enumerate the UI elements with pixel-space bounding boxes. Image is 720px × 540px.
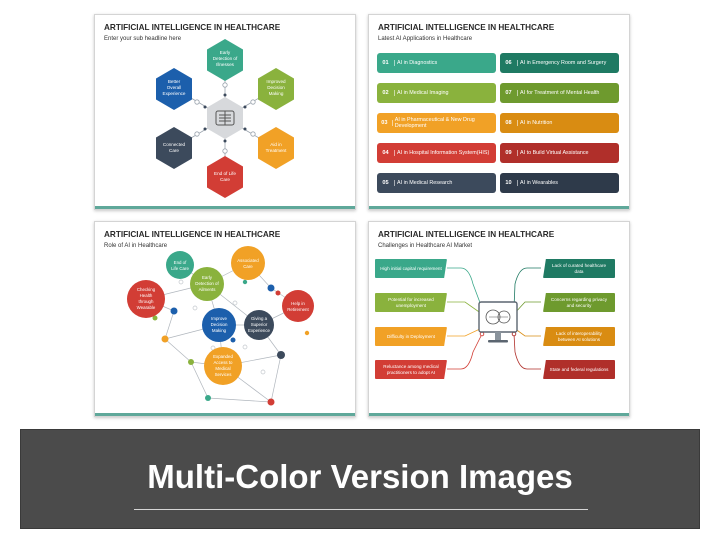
item-label: AI in Medical Imaging: [397, 89, 449, 96]
challenges-diagram: [447, 267, 541, 370]
slide-title: ARTIFICIAL INTELLIGENCE IN HEALTHCARE: [378, 23, 555, 32]
item-label: AI in Emergency Room and Surgery: [520, 59, 607, 66]
item-label: AI in Medical Research: [397, 179, 453, 186]
banner-divider: [134, 509, 588, 510]
challenge-box: Reluctance among medical practitioners t…: [375, 360, 447, 379]
slide-title: ARTIFICIAL INTELLIGENCE IN HEALTHCARE: [378, 230, 555, 239]
challenge-box: State and federal regulations: [543, 360, 615, 379]
slide-thumbnail-2[interactable]: ARTIFICIAL INTELLIGENCE IN HEALTHCARE La…: [368, 14, 630, 210]
caption-banner: Multi-Color Version Images: [20, 429, 700, 529]
item-label: AI to Build Virtual Assistance: [520, 149, 589, 156]
item-label: AI in Nutrition: [520, 119, 553, 126]
item-number: 05: [377, 180, 395, 186]
slide-title: ARTIFICIAL INTELLIGENCE IN HEALTHCARE: [104, 230, 281, 239]
challenge-label: Concerns regarding privacy and security: [550, 296, 608, 308]
slide-title: ARTIFICIAL INTELLIGENCE IN HEALTHCARE: [104, 23, 281, 32]
slide-thumbnail-1[interactable]: ARTIFICIAL INTELLIGENCE IN HEALTHCARE En…: [94, 14, 356, 210]
challenge-label: State and federal regulations: [549, 366, 609, 372]
item-label: AI in Wearables: [520, 179, 558, 186]
challenge-label: Lack of interoperability between AI solu…: [556, 330, 602, 342]
challenge-box: High initial capital requirement: [375, 259, 447, 278]
item-number: 04: [377, 150, 395, 156]
slide-subtitle: Role of AI in Healthcare: [104, 243, 168, 249]
challenge-box: Difficulty in Deployment: [375, 327, 447, 346]
challenge-label: High initial capital requirement: [380, 265, 442, 271]
item-number: 06: [500, 60, 518, 66]
item-number: 09: [500, 150, 518, 156]
challenge-box: Lack of interoperability between AI solu…: [543, 327, 615, 346]
challenge-box: Concerns regarding privacy and security: [543, 293, 615, 312]
item-number: 08: [500, 120, 518, 126]
slide-thumbnail-4[interactable]: ARTIFICIAL INTELLIGENCE IN HEALTHCARE Ch…: [368, 221, 630, 417]
item-label: AI in Hospital Information System(HIS): [397, 149, 490, 156]
monitor-icon: [478, 301, 518, 343]
slide-subtitle: Enter your sub headline here: [104, 36, 182, 42]
item-number: 02: [377, 90, 395, 96]
item-number: 01: [377, 60, 395, 66]
item-label: AI for Treatment of Mental Health: [520, 89, 600, 96]
item-label: AI in Pharmaceutical & New Drug Developm…: [394, 116, 475, 130]
item-number: 07: [500, 90, 518, 96]
challenge-label: Reluctance among medical practitioners t…: [383, 363, 439, 375]
item-label: AI in Diagnostics: [397, 59, 438, 66]
brain-icon: [215, 110, 235, 126]
item-number: 03: [377, 120, 393, 126]
slide-subtitle: Latest AI Applications in Healthcare: [378, 36, 473, 42]
slide-thumbnail-3[interactable]: ARTIFICIAL INTELLIGENCE IN HEALTHCARE Ro…: [94, 221, 356, 417]
challenge-box: Potential for increased unemployment: [375, 293, 447, 312]
challenge-label: Potential for increased unemployment: [388, 296, 434, 308]
slide-subtitle: Challenges in Healthcare AI Market: [378, 243, 473, 249]
banner-title: Multi-Color Version Images: [147, 458, 573, 495]
item-number: 10: [500, 180, 518, 186]
challenge-label: Difficulty in Deployment: [387, 333, 435, 339]
challenge-box: Lack of curated healthcare data: [543, 259, 615, 278]
challenge-label: Lack of curated healthcare data: [551, 262, 607, 274]
